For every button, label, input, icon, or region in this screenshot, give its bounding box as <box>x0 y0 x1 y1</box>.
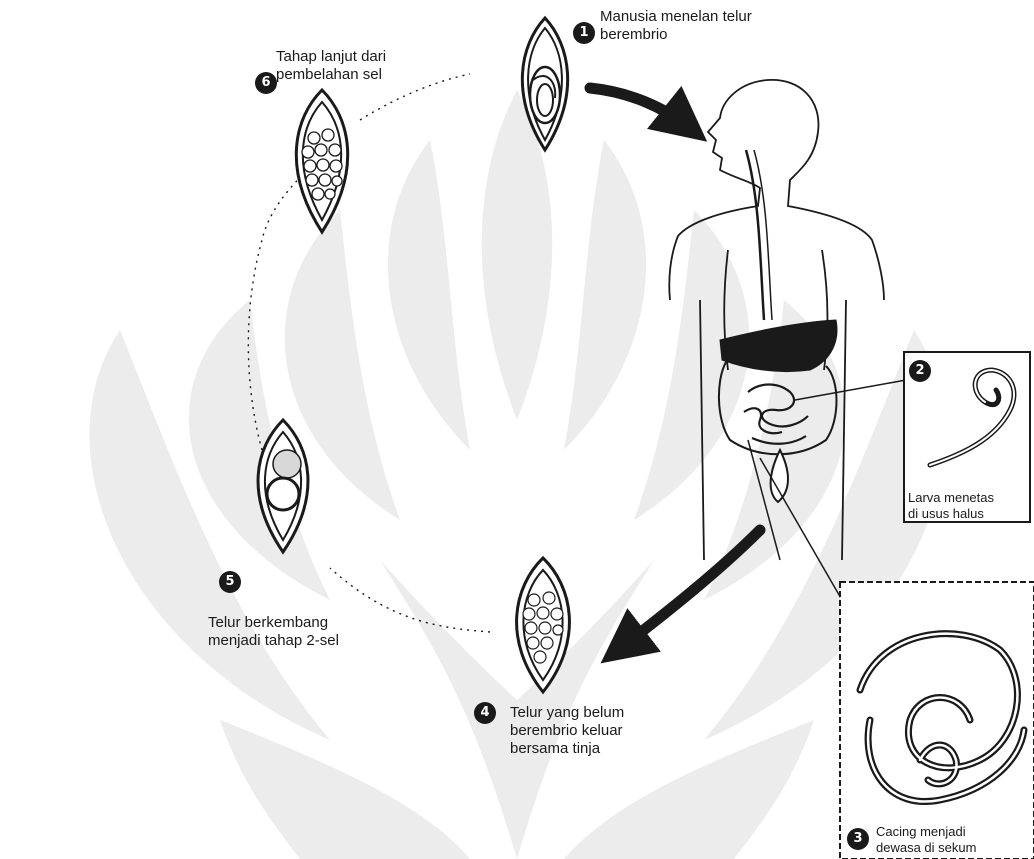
step-4-badge: 4 <box>474 702 496 724</box>
step-1-badge: 1 <box>573 22 595 44</box>
caption-step-3-line2: dewasa di sekum <box>876 840 976 856</box>
step-6-badge: 6 <box>255 72 277 94</box>
adult-worm-box <box>840 582 1034 859</box>
step-3-badge: 3 <box>847 828 869 850</box>
caption-step-2-line2: di usus halus <box>908 506 994 522</box>
caption-step-3-line1: Cacing menjadi <box>876 824 976 840</box>
caption-step-6: Tahap lanjut dari pembelahan sel <box>276 48 386 84</box>
arrow-to-human <box>590 88 690 128</box>
caption-step-5: Telur berkembang menjadi tahap 2-sel <box>208 614 339 650</box>
caption-step-6-line2: pembelahan sel <box>276 66 386 84</box>
caption-step-1-line1: Manusia menelan telur <box>600 8 752 26</box>
caption-step-2: Larva menetas di usus halus <box>908 490 994 522</box>
caption-step-4-line1: Telur yang belum <box>510 704 624 722</box>
caption-step-5-line2: menjadi tahap 2-sel <box>208 632 339 650</box>
caption-step-1: Manusia menelan telur berembrio <box>600 8 752 44</box>
caption-step-4-line3: bersama tinja <box>510 740 624 758</box>
caption-step-4-line2: berembrio keluar <box>510 722 624 740</box>
step-2-badge: 2 <box>909 360 931 382</box>
step-5-badge: 5 <box>219 571 241 593</box>
caption-step-2-line1: Larva menetas <box>908 490 994 506</box>
caption-step-6-line1: Tahap lanjut dari <box>276 48 386 66</box>
caption-step-1-line2: berembrio <box>600 26 752 44</box>
caption-step-4: Telur yang belum berembrio keluar bersam… <box>510 704 624 758</box>
caption-step-5-line1: Telur berkembang <box>208 614 339 632</box>
caption-step-3: Cacing menjadi dewasa di sekum <box>876 824 976 856</box>
arrow-to-egg4 <box>618 530 760 650</box>
